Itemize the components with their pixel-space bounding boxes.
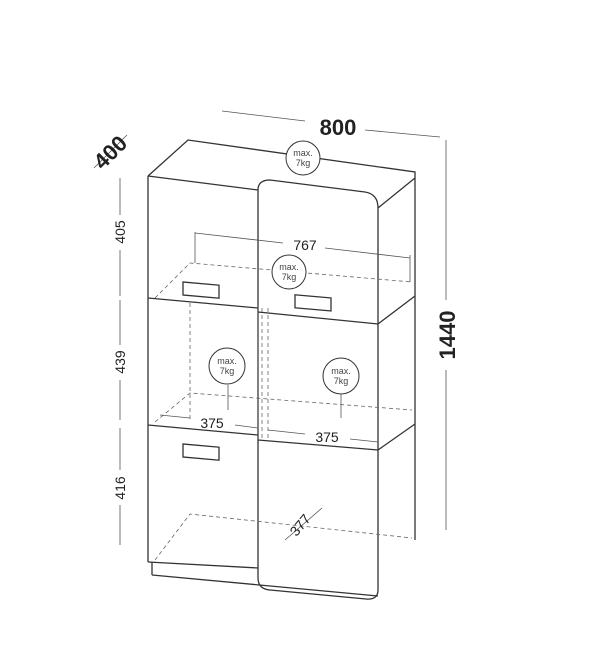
depth-label: 400 [89,131,133,175]
width-label: 800 [320,115,357,140]
shelves [147,262,416,561]
compartment-middle-label: 439 [112,350,128,374]
shelf-right-width-label: 375 [315,429,339,445]
right-door [257,179,379,600]
dimension-lines [93,110,447,545]
svg-text:7kg: 7kg [296,158,311,168]
cabinet-body [147,139,416,597]
load-badge: max. 7kg [271,254,307,290]
door-handles [182,281,332,461]
svg-text:max.: max. [217,356,237,366]
svg-text:max.: max. [293,148,313,158]
shelf-left-width-label: 375 [200,415,224,431]
compartment-top-label: 405 [112,220,128,244]
inner-width-label: 767 [293,237,317,253]
svg-text:7kg: 7kg [282,272,297,282]
compartment-bottom-label: 416 [112,476,128,500]
svg-text:7kg: 7kg [334,376,349,386]
load-badge: max. 7kg [285,140,321,176]
load-badge: max. 7kg [322,357,360,395]
load-badge: max. 7kg [208,347,246,385]
svg-text:7kg: 7kg [220,366,235,376]
svg-text:max.: max. [279,262,299,272]
height-label: 1440 [435,311,460,360]
svg-text:max.: max. [331,366,351,376]
